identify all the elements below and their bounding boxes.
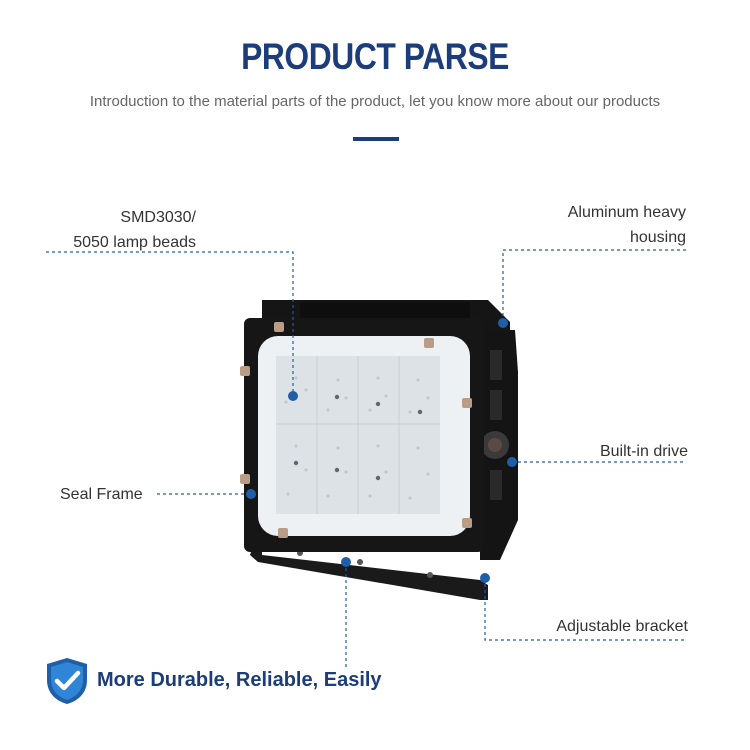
callout-built-in-drive: Built-in drive [599,443,688,460]
callout-lamp-beads-line1: SMD3030/ [120,209,196,226]
housing-side [480,330,518,560]
leader-lines [46,249,686,668]
shield-check-icon [47,658,87,704]
callout-seal-frame: Seal Frame [60,486,143,503]
footer-tagline: More Durable, Reliable, Easily [97,669,382,691]
callout-adjustable-bracket: Adjustable bracket [556,618,688,635]
callout-lamp-beads-line2: 5050 lamp beads [73,234,196,251]
title-underline [353,137,399,141]
housing-front-frame [240,318,484,552]
callout-housing-line1: Aluminum heavy [567,204,686,221]
leader-dots [246,318,517,583]
callout-housing-line2: housing [629,229,686,246]
callout-lamp-beads: SMD3030/ 5050 lamp beads [46,205,196,255]
callout-housing: Aluminum heavy housing [486,200,686,250]
page-subtitle: Introduction to the material parts of th… [89,93,661,110]
page-title: PRODUCT PARSE [241,36,509,77]
